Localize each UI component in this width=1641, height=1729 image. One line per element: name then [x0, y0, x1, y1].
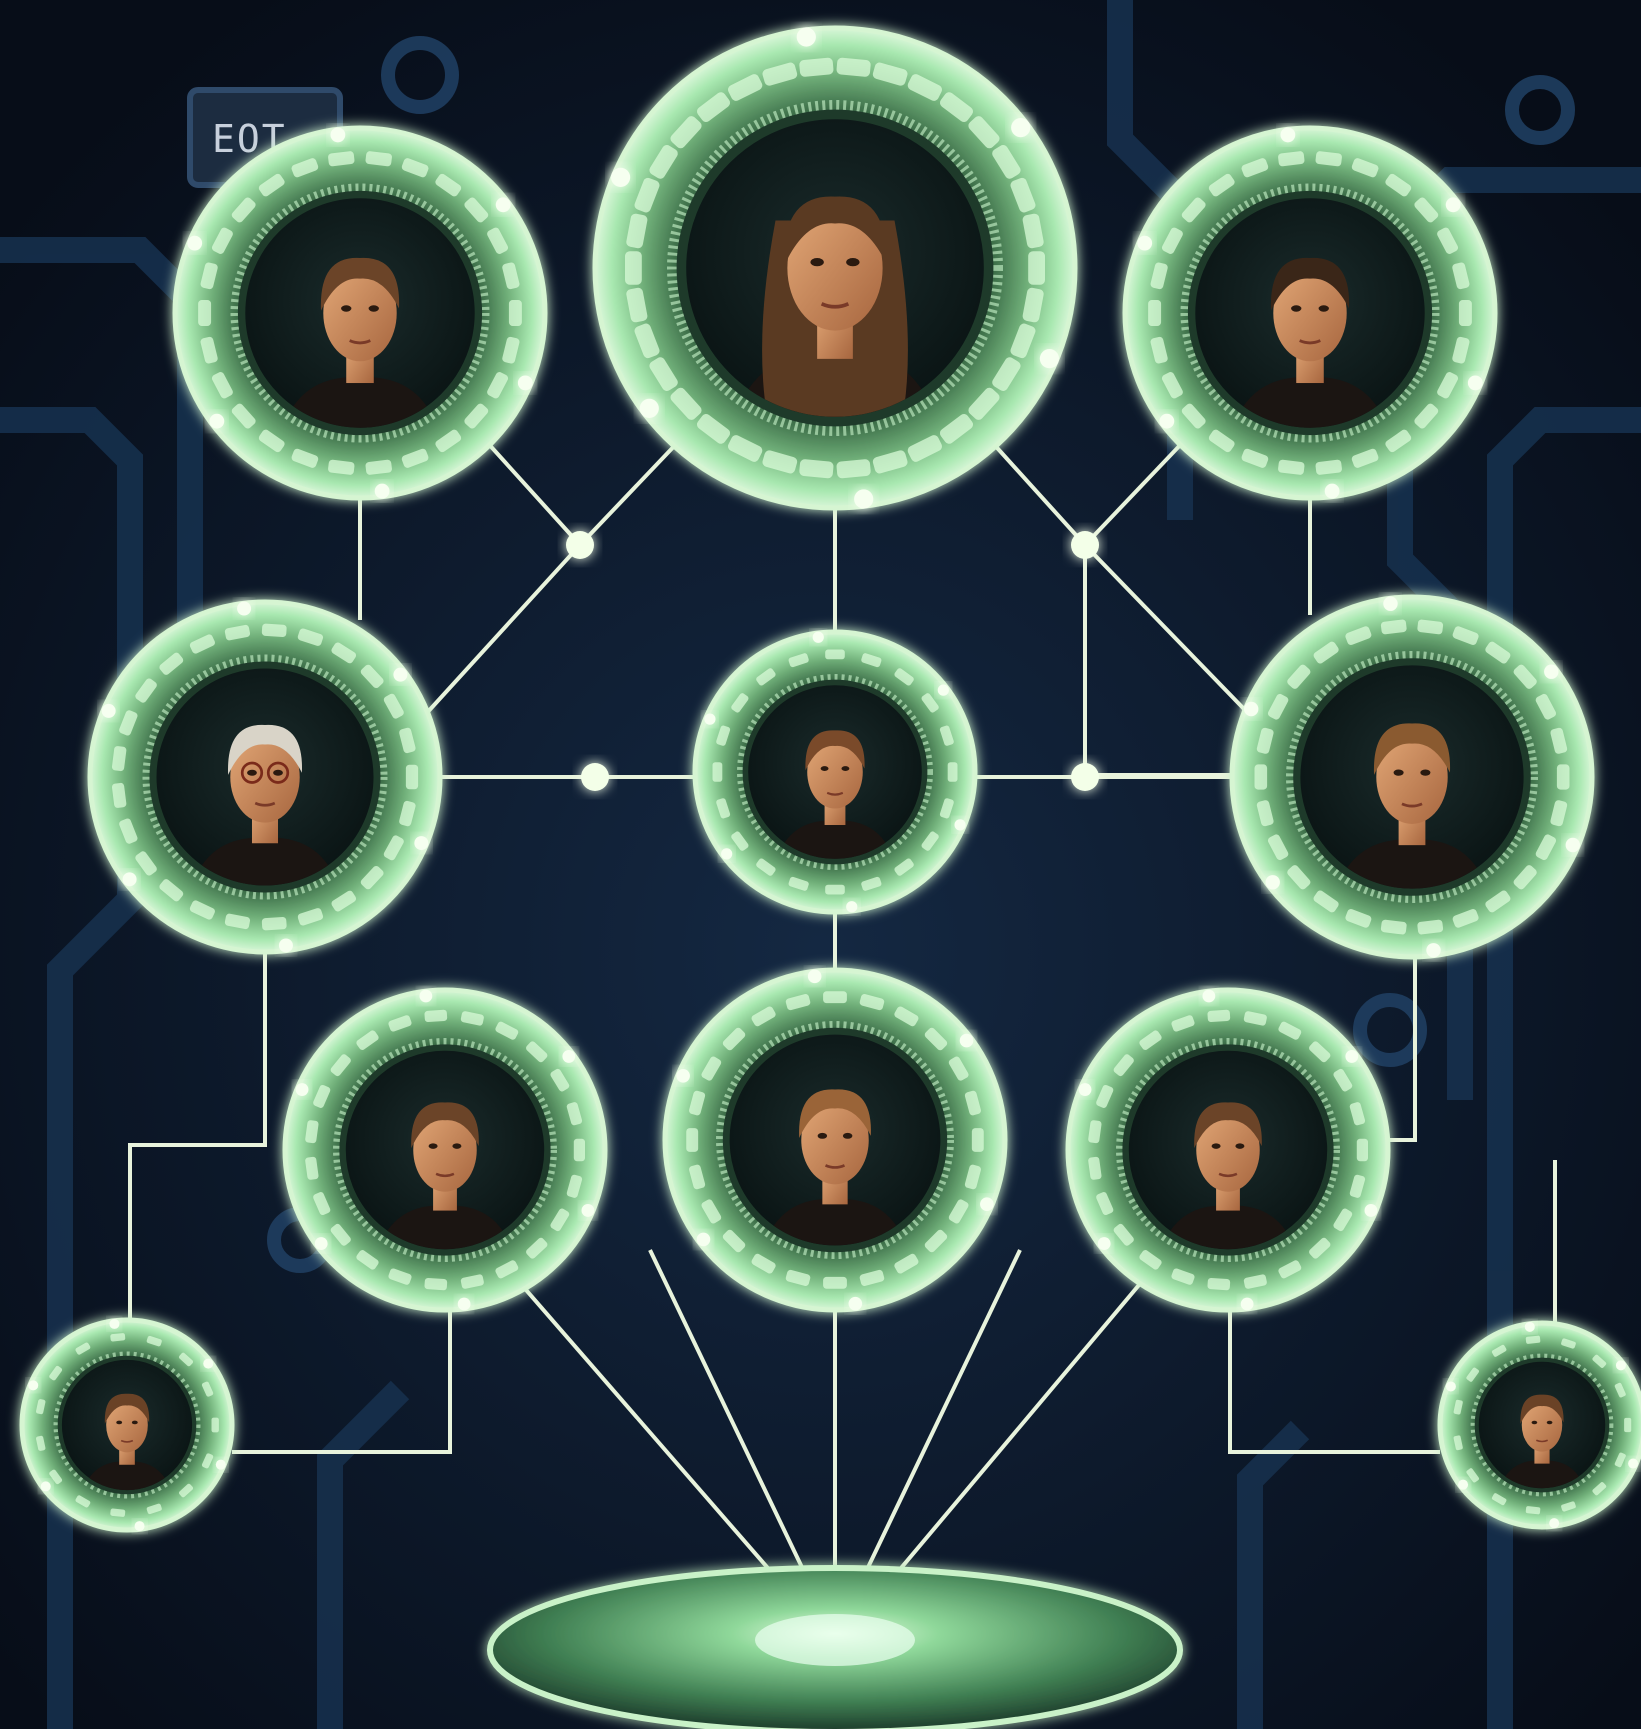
junction-node [1071, 763, 1099, 791]
platform-light-core [755, 1614, 915, 1666]
ring-light-segments [1137, 127, 1483, 499]
ring-light-segments [101, 601, 429, 953]
portrait-node-low-right [1065, 987, 1391, 1313]
ring-light-segments [1445, 1321, 1639, 1529]
portrait-node-small-right [1437, 1320, 1641, 1530]
junction-node [566, 531, 594, 559]
ring-light-segments [1078, 989, 1378, 1311]
portrait-node-top-left [172, 125, 548, 501]
connector-line [1388, 957, 1417, 1142]
portrait-node-low-center [662, 967, 1008, 1313]
portrait-node-mid-right [1229, 594, 1595, 960]
junction-node [1071, 531, 1099, 559]
connector-lines [128, 438, 1557, 1607]
junction-node [581, 763, 609, 791]
ring-light-segments [295, 989, 595, 1311]
connector-line [868, 1258, 1162, 1607]
connector-line [1228, 1310, 1440, 1454]
connector-line [498, 1258, 802, 1607]
connector-line [848, 1249, 1022, 1606]
connector-line [232, 1310, 452, 1454]
portrait-node-mid-center [692, 629, 978, 915]
ring-light-segments [28, 1318, 226, 1532]
portrait-nodes [19, 25, 1641, 1533]
connector-line [483, 438, 582, 547]
portrait-node-small-left [19, 1317, 235, 1533]
ring-light-segments [704, 631, 966, 913]
ring-light-segments [187, 127, 533, 499]
portrait-node-top-right [1122, 125, 1498, 501]
ring-light-segments [610, 27, 1060, 509]
connector-line [1083, 438, 1187, 547]
connector-line [128, 952, 267, 1320]
portrait-node-mid-left [87, 599, 443, 955]
ring-light-segments [1243, 596, 1581, 958]
portrait-node-low-left [282, 987, 608, 1313]
base-platform [487, 1565, 1183, 1729]
portrait-node-top-center [592, 25, 1078, 511]
ring-light-segments [676, 969, 994, 1311]
connector-line [648, 1249, 822, 1606]
